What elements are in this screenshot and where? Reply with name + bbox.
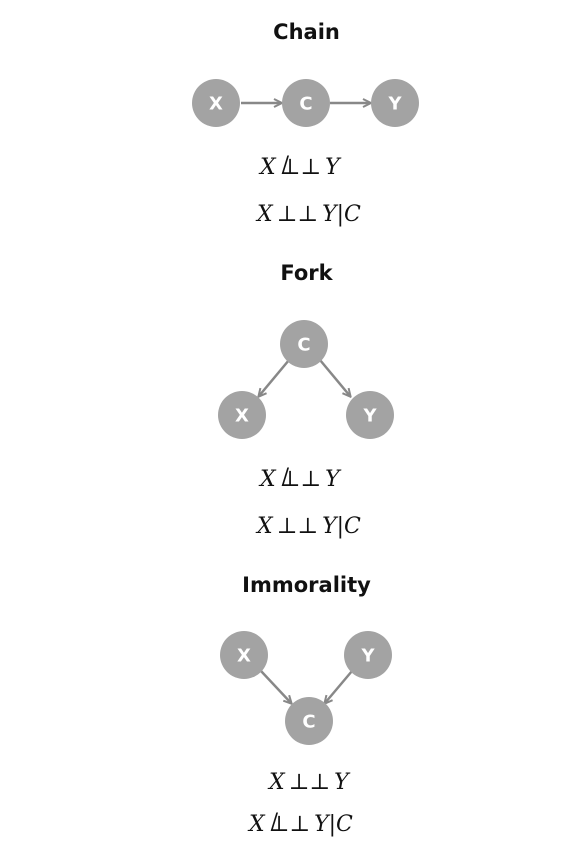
not-independent-symbol: ⊥⊥/	[279, 465, 322, 492]
immorality-node-x: X	[220, 631, 268, 679]
fork-formula-marginal: X⊥⊥/Y	[260, 465, 340, 492]
fork-node-x: X	[218, 391, 266, 439]
fork-title: Fork	[280, 261, 333, 285]
formula-var: Y	[314, 812, 329, 837]
fork-node-c-label: C	[297, 335, 310, 356]
formula-var: X	[260, 155, 276, 180]
fork-formula-conditional: X⊥⊥Y|C	[257, 516, 361, 538]
fork-edge-c-to-x	[259, 359, 290, 396]
given-bar: |	[328, 812, 337, 837]
immorality-node-c: C	[285, 697, 333, 745]
chain-diagram: X C Y	[192, 79, 419, 127]
formula-var: X	[260, 467, 276, 492]
chain-node-y-label: Y	[387, 94, 402, 115]
formula-var: Y	[325, 155, 340, 180]
formula-var: Y	[322, 202, 337, 227]
immorality-formula-conditional: X⊥⊥/Y|C	[249, 810, 353, 837]
fork-node-y-label: Y	[362, 406, 377, 427]
independent-symbol: ⊥⊥	[288, 770, 331, 795]
formula-var: Y	[334, 770, 349, 795]
fork-edge-c-to-y	[319, 359, 350, 396]
formula-var: C	[344, 514, 361, 539]
immorality-edge-y-to-c	[325, 670, 353, 703]
not-independent-symbol: ⊥⊥/	[279, 153, 322, 180]
chain-node-x-label: X	[209, 94, 223, 115]
immorality-diagram: X Y C	[220, 631, 392, 745]
given-bar: |	[336, 514, 345, 539]
given-bar: |	[336, 202, 345, 227]
formula-var: X	[257, 514, 273, 539]
independent-symbol: ⊥⊥	[276, 514, 319, 539]
chain-node-x: X	[192, 79, 240, 127]
formula-var: X	[249, 812, 265, 837]
formula-var: X	[257, 202, 273, 227]
chain-formula-marginal: X⊥⊥/Y	[260, 153, 340, 180]
chain-node-c: C	[282, 79, 330, 127]
fork-node-c: C	[280, 320, 328, 368]
immorality-title: Immorality	[242, 573, 371, 597]
fork-diagram: C X Y	[218, 320, 394, 439]
formula-var: C	[336, 812, 353, 837]
not-independent-symbol: ⊥⊥/	[268, 810, 311, 837]
chain-title: Chain	[273, 20, 340, 44]
immorality-node-c-label: C	[302, 712, 315, 733]
fork-node-y: Y	[346, 391, 394, 439]
chain-node-c-label: C	[299, 94, 312, 115]
immorality-node-x-label: X	[237, 646, 251, 667]
independent-symbol: ⊥⊥	[276, 202, 319, 227]
formula-var: X	[269, 770, 285, 795]
immorality-node-y-label: Y	[360, 646, 375, 667]
chain-formula-conditional: X⊥⊥Y|C	[257, 204, 361, 226]
formula-var: Y	[322, 514, 337, 539]
fork-node-x-label: X	[235, 406, 249, 427]
formula-var: C	[344, 202, 361, 227]
immorality-node-y: Y	[344, 631, 392, 679]
immorality-formula-marginal: X⊥⊥Y	[269, 772, 349, 794]
formula-var: Y	[325, 467, 340, 492]
chain-node-y: Y	[371, 79, 419, 127]
immorality-edge-x-to-c	[260, 670, 291, 703]
